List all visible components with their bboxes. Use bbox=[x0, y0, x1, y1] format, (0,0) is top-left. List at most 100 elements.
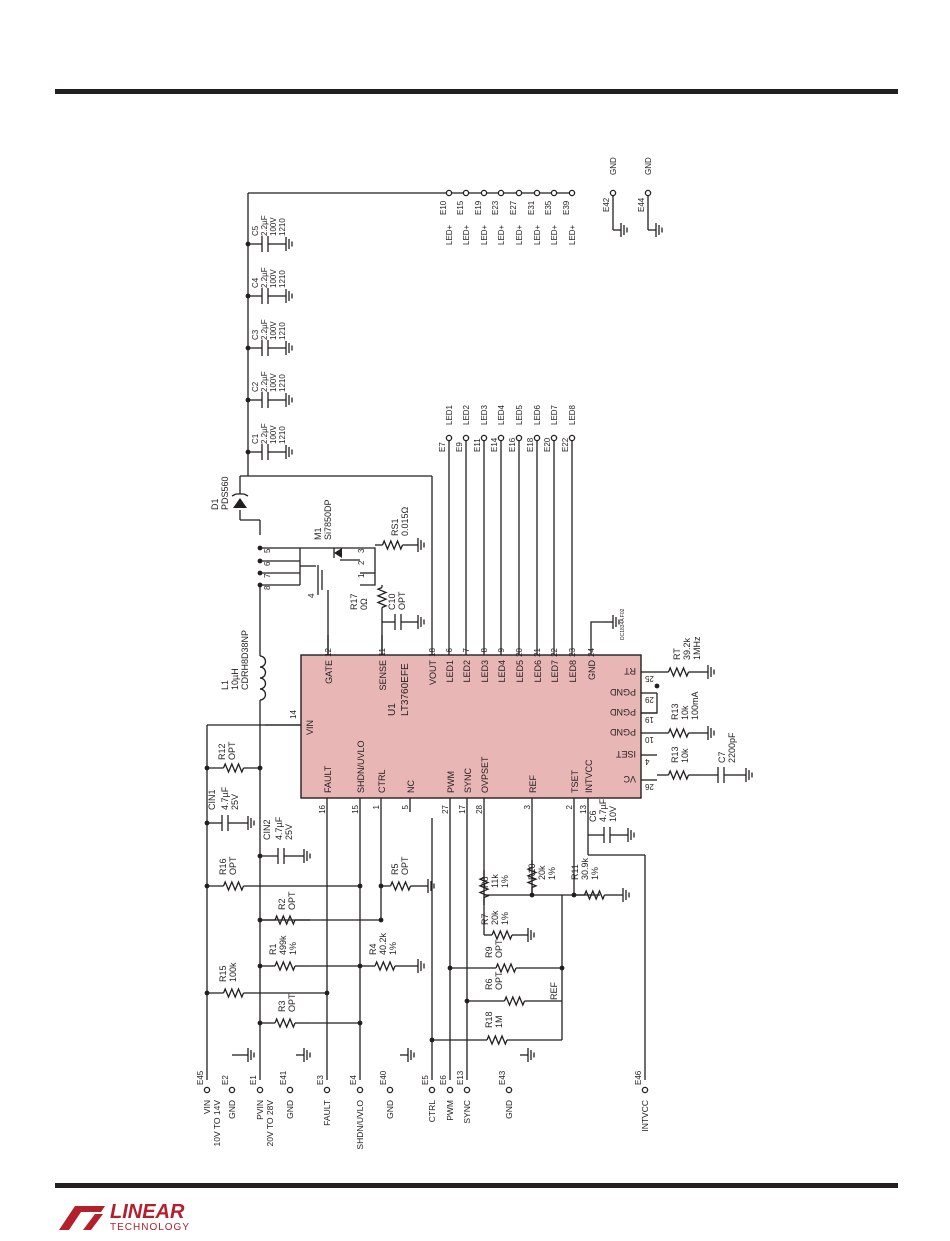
label: GND bbox=[609, 157, 618, 175]
pin-label: OVPSET bbox=[480, 756, 490, 793]
pin-label: LED3 bbox=[480, 660, 490, 683]
label: 1% bbox=[500, 875, 510, 888]
resistor-icon bbox=[274, 960, 296, 972]
label: E10 bbox=[439, 200, 448, 215]
pin-number: 27 bbox=[441, 804, 450, 813]
ic-part: LT3760EFE bbox=[400, 663, 411, 716]
label: 39.2k bbox=[682, 637, 692, 660]
label: OPT bbox=[227, 741, 237, 760]
pin-number: 8 bbox=[480, 647, 489, 652]
label: INTVCC bbox=[640, 1100, 650, 1132]
terminal-icon bbox=[445, 434, 453, 442]
label: E44 bbox=[637, 197, 646, 212]
pin-label: VC bbox=[623, 774, 636, 784]
pin-number: 24 bbox=[587, 647, 596, 656]
terminal-icon bbox=[480, 434, 488, 442]
label: 1 bbox=[357, 573, 366, 578]
pin-label: PGND bbox=[609, 687, 636, 697]
label: E4 bbox=[349, 1075, 358, 1085]
label: VIN bbox=[202, 1100, 212, 1114]
terminal-icon bbox=[568, 189, 576, 197]
label: 25V bbox=[284, 824, 294, 840]
terminal-icon bbox=[644, 189, 652, 197]
label: R7 bbox=[480, 913, 490, 925]
label: C6 bbox=[588, 810, 598, 822]
junction-dot bbox=[257, 917, 263, 923]
pgnd-wire bbox=[640, 693, 658, 714]
pin-label: NC bbox=[406, 780, 416, 793]
resistor-icon bbox=[667, 769, 690, 781]
label: R9 bbox=[484, 946, 494, 958]
label: 0.015Ω bbox=[400, 506, 410, 536]
label: C5 bbox=[251, 225, 260, 236]
label: 1% bbox=[500, 912, 510, 925]
label: 2200pF bbox=[727, 732, 737, 763]
label: E6 bbox=[439, 1075, 448, 1085]
label: 1% bbox=[288, 942, 298, 955]
label: GND bbox=[385, 1100, 395, 1119]
label: LED3 bbox=[480, 404, 489, 425]
label: 2.2µF bbox=[260, 371, 269, 392]
label: E43 bbox=[498, 1070, 507, 1085]
label: 10k bbox=[680, 705, 690, 720]
pin-label: PWM bbox=[446, 771, 456, 793]
terminal-icon bbox=[286, 1086, 294, 1094]
label: OPT bbox=[397, 591, 407, 610]
label: 100V bbox=[269, 321, 278, 340]
resistor-icon bbox=[667, 727, 690, 739]
label: 25V bbox=[230, 794, 240, 810]
terminal-icon bbox=[228, 1086, 236, 1094]
label: 3 bbox=[357, 548, 366, 553]
label: DC1834A F02 bbox=[620, 608, 626, 640]
junction-dot bbox=[324, 990, 330, 996]
label: 1210 bbox=[278, 270, 287, 288]
label: 2.2µF bbox=[260, 423, 269, 444]
label: E41 bbox=[279, 1070, 288, 1085]
junction-dot bbox=[257, 853, 263, 859]
label: E23 bbox=[491, 200, 500, 215]
wire bbox=[590, 621, 605, 635]
label: R6 bbox=[484, 978, 494, 990]
pin-label: LED1 bbox=[445, 660, 455, 683]
label: 0Ω bbox=[359, 598, 369, 610]
pin-label: FAULT bbox=[323, 765, 333, 793]
pin-number: 23 bbox=[568, 647, 577, 656]
resistor-icon bbox=[274, 1017, 296, 1029]
label: E46 bbox=[634, 1070, 643, 1085]
pin-number: 20 bbox=[515, 647, 524, 656]
pin-number: 17 bbox=[458, 804, 467, 813]
pin-number: 22 bbox=[550, 647, 559, 656]
label: PVIN bbox=[255, 1100, 265, 1120]
label: OPT bbox=[400, 856, 410, 875]
label: 4 bbox=[307, 593, 316, 598]
label: 2 bbox=[357, 560, 366, 565]
junction-dot bbox=[245, 397, 251, 403]
pin-number: 14 bbox=[289, 710, 298, 719]
pin-label: VOUT bbox=[428, 660, 438, 686]
junction-dot bbox=[257, 765, 263, 771]
pin-number: 16 bbox=[318, 804, 327, 813]
terminal-icon bbox=[568, 434, 576, 442]
label: 10V bbox=[608, 806, 618, 822]
pin-label: GATE bbox=[324, 660, 334, 684]
resistor-icon bbox=[389, 880, 412, 892]
label: E13 bbox=[456, 1070, 465, 1085]
resistor-icon bbox=[222, 987, 245, 999]
junction-dot bbox=[378, 883, 384, 889]
pin-label: SHDN/UVLO bbox=[356, 740, 366, 793]
label: R16 bbox=[218, 858, 228, 875]
pin-label: LED2 bbox=[462, 660, 472, 683]
terminal-icon bbox=[497, 434, 505, 442]
label: 4.7µF bbox=[598, 798, 608, 822]
label: LED7 bbox=[550, 404, 559, 425]
label: C4 bbox=[251, 277, 260, 288]
label: 10k bbox=[680, 748, 690, 763]
pin-number: 25 bbox=[644, 674, 653, 683]
label: LED+ bbox=[445, 224, 454, 245]
pin-label: SENSE bbox=[378, 660, 388, 691]
label: E11 bbox=[473, 438, 482, 452]
label: 499k bbox=[278, 935, 288, 955]
label: LED+ bbox=[568, 224, 577, 245]
label: E9 bbox=[455, 442, 464, 452]
label: E5 bbox=[421, 1075, 430, 1085]
